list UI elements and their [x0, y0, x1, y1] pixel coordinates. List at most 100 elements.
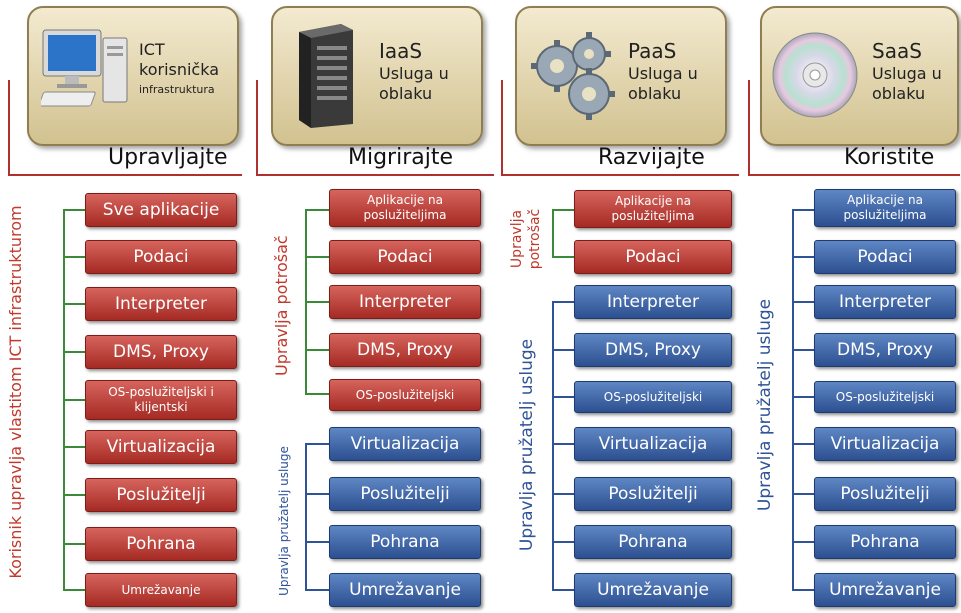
connector-branch: [63, 399, 85, 401]
bracket-ict: [8, 80, 242, 176]
connector-branch: [63, 543, 85, 545]
vertical-label-user: Korisnik upravlja vlastitom ICT infrastr…: [6, 205, 25, 579]
layer-dms-proxy: DMS, Proxy: [85, 335, 237, 369]
vertical-label-consumer: Upravlja potrošač: [509, 208, 543, 270]
header-card-saas: SaaS Usluga u oblaku: [760, 6, 959, 146]
layer-data: Podaci: [85, 240, 237, 274]
bracket-iaas: [256, 80, 494, 176]
connector-branch: [552, 256, 574, 258]
layer-virtualization: Virtualizacija: [814, 427, 956, 461]
connector-branch: [792, 589, 814, 591]
computer-icon: [41, 29, 128, 107]
layer-servers: Poslužitelji: [85, 478, 237, 512]
connector-branch: [305, 493, 329, 495]
layer-data: Podaci: [814, 240, 956, 274]
connector-branch: [305, 256, 329, 258]
layer-applications: Aplikacije na poslužiteljima: [329, 189, 481, 227]
layer-networking: Umrežavanje: [814, 573, 956, 607]
column-paas: PaaS Usluga u oblaku Razvijajte Upravlja…: [496, 0, 746, 613]
connector-branch: [305, 443, 329, 445]
header-line-1: SaaS: [872, 39, 922, 63]
header-text-saas: SaaS Usluga u oblaku: [872, 38, 942, 104]
column-saas: SaaS Usluga u oblaku Koristite Upravlja …: [746, 0, 961, 613]
connector-branch: [552, 209, 574, 211]
layer-os: OS-poslužiteljski: [814, 381, 956, 413]
layer-applications: Aplikacije na poslužiteljima: [814, 189, 956, 227]
connector-branch: [305, 541, 329, 543]
connector-branch: [63, 351, 85, 353]
layer-applications: Sve aplikacije: [85, 193, 237, 227]
connector-branch: [792, 396, 814, 398]
connector-branch: [63, 589, 85, 591]
layer-interpreter: Interpreter: [85, 287, 237, 321]
header-line-3: infrastruktura: [139, 83, 215, 96]
connector-branch: [792, 256, 814, 258]
layer-os: OS-poslužiteljski: [329, 379, 481, 411]
layer-dms-proxy: DMS, Proxy: [574, 333, 732, 367]
gears-icon: [531, 32, 615, 120]
column-ict: ICT korisnička infrastruktura Upravljajt…: [0, 0, 250, 613]
action-label-saas: Koristite: [844, 145, 935, 170]
header-text-iaas: IaaS Usluga u oblaku: [379, 38, 449, 104]
action-label-paas: Razvijajte: [598, 145, 705, 170]
connector-branch: [552, 301, 574, 303]
connector-branch: [63, 446, 85, 448]
layer-interpreter: Interpreter: [814, 285, 956, 319]
layer-os: OS-poslužiteljski: [574, 381, 732, 413]
layer-dms-proxy: DMS, Proxy: [814, 333, 956, 367]
layer-virtualization: Virtualizacija: [574, 427, 732, 461]
vertical-label-consumer: Upravlja potrošač: [272, 235, 291, 376]
connector-branch: [792, 209, 814, 211]
header-text-paas: PaaS Usluga u oblaku: [628, 38, 698, 104]
layer-dms-proxy: DMS, Proxy: [329, 333, 481, 367]
server-icon: [299, 24, 353, 128]
connector-branch: [305, 301, 329, 303]
header-card-paas: PaaS Usluga u oblaku: [515, 6, 727, 146]
connector-branch: [552, 396, 574, 398]
header-line-2: Usluga u: [379, 64, 449, 83]
connector-branch: [305, 349, 329, 351]
bracket-saas: [748, 80, 960, 176]
layer-servers: Poslužitelji: [574, 477, 732, 511]
vertical-label-provider: Upravlja pružatelj usluge: [755, 298, 775, 512]
layer-servers: Poslužitelji: [814, 477, 956, 511]
layer-storage: Pohrana: [329, 525, 481, 559]
layer-data: Podaci: [574, 240, 732, 274]
layer-interpreter: Interpreter: [574, 285, 732, 319]
connector-branch: [552, 493, 574, 495]
layer-interpreter: Interpreter: [329, 285, 481, 319]
header-line-3: oblaku: [379, 84, 433, 103]
connector-branch: [63, 494, 85, 496]
layer-os: OS-poslužiteljski i klijentski: [85, 380, 237, 420]
column-iaas: IaaS Usluga u oblaku Migrirajte Upravlja…: [250, 0, 500, 613]
connector-branch: [305, 209, 329, 211]
layer-servers: Poslužitelji: [329, 477, 481, 511]
layer-data: Podaci: [329, 240, 481, 274]
vertical-label-provider: Upravlja pružatelj usluge: [517, 338, 537, 552]
header-line-2: Usluga u: [872, 64, 942, 83]
layer-applications: Aplikacije na poslužiteljima: [574, 190, 732, 228]
connector-branch: [792, 443, 814, 445]
header-card-iaas: IaaS Usluga u oblaku: [271, 6, 483, 146]
connector-branch: [63, 256, 85, 258]
layer-networking: Umrežavanje: [329, 573, 481, 607]
connector-branch: [63, 209, 85, 211]
connector-trunk: [305, 443, 307, 589]
layer-networking: Umrežavanje: [85, 573, 237, 607]
header-text-ict: ICT korisnička infrastruktura: [139, 40, 219, 100]
layer-storage: Pohrana: [85, 527, 237, 561]
layer-networking: Umrežavanje: [574, 573, 732, 607]
header-line-1: IaaS: [379, 39, 423, 63]
connector-branch: [552, 541, 574, 543]
header-line-2: Usluga u: [628, 64, 698, 83]
layer-storage: Pohrana: [814, 525, 956, 559]
header-line-1: ICT: [139, 40, 165, 59]
connector-trunk: [792, 209, 794, 589]
layer-virtualization: Virtualizacija: [329, 427, 481, 461]
bracket-paas: [501, 80, 739, 176]
header-line-3: oblaku: [628, 84, 682, 103]
connector-branch: [552, 349, 574, 351]
connector-branch: [305, 393, 329, 395]
header-line-2: korisnička: [139, 60, 220, 79]
layer-storage: Pohrana: [574, 525, 732, 559]
